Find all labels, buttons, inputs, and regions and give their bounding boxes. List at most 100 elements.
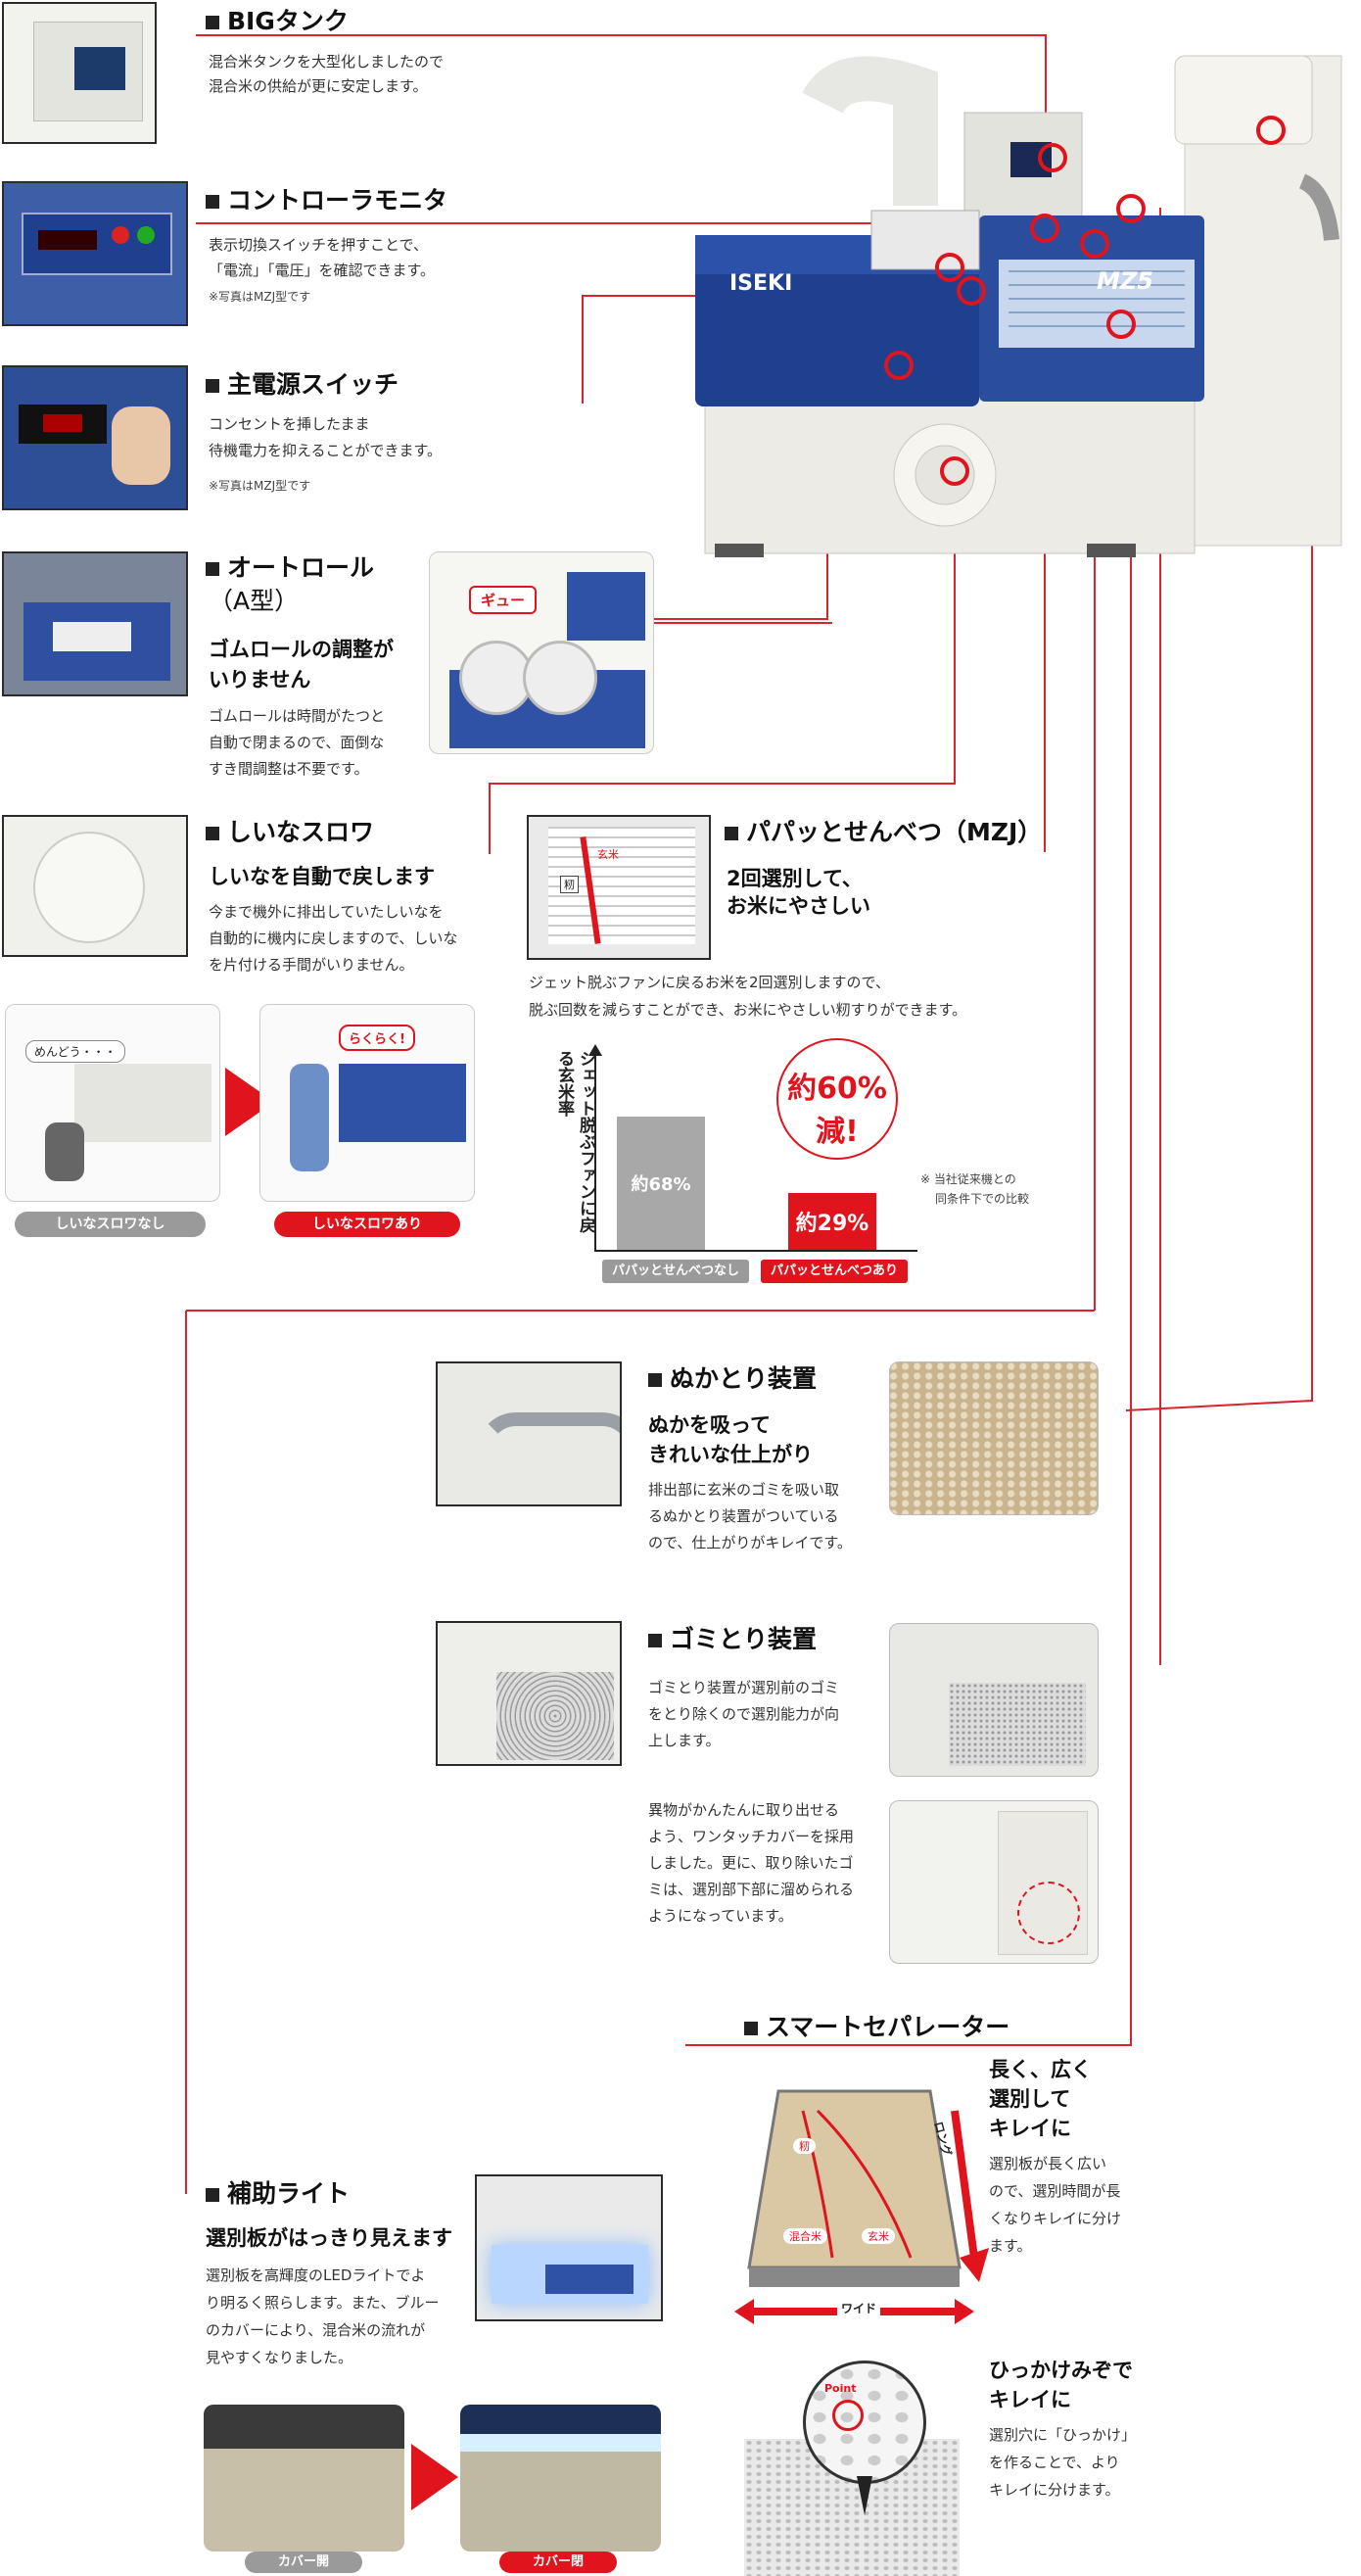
light-photo [475,2174,663,2321]
smart-desc-5: 選別穴に「ひっかけ」 [989,2426,1137,2444]
light-closed-photo [460,2405,661,2552]
autoroll-title-2: （A型） [209,587,300,615]
model-logo: MZ5 [1097,267,1153,295]
autoroll-desc-3: すき間調整は不要です。 [209,760,369,778]
gomi-machine-photo [889,1800,1099,1964]
shiina-after-illustration: らくらく! [259,1004,475,1202]
chart-annotation-2: 減! [816,1115,859,1149]
light-desc-1: 選別板を高輝度のLEDライトでよ [206,2266,426,2284]
bubble-after: らくらく! [339,1025,415,1051]
papa-sub-1: 2回選別して、 [727,867,863,890]
autoroll-title: オートロール [206,549,374,584]
light-open-photo [204,2405,404,2552]
chart-category-0: パパッとせんべつなし [602,1260,749,1283]
chart-ylabel: ジェット脱ぶファンに戻る玄米率 [554,1050,595,1233]
shiina-sub: しいなを自動で戻します [209,865,435,888]
separator-label-momi: 籾 [793,2138,816,2154]
nuka-sub-2: きれいな仕上がり [648,1443,813,1466]
gomi-desc-5: よう、ワンタッチカバーを採用 [648,1828,855,1845]
brand-logo: ISEKI [729,271,793,296]
gomi-photo [436,1621,622,1766]
shiina-after-tag: しいなスロワあり [274,1212,460,1237]
controller-photo [2,181,188,326]
smart-desc-7: キレイに分けます。 [989,2481,1120,2499]
gomi-desc-7: ミは、選別部下部に溜められる [648,1881,855,1898]
gomi-desc-4: 異物がかんたんに取り出せる [648,1801,840,1819]
smart-desc-3: くなりキレイに分け [989,2210,1122,2227]
papa-title: パパッとせんべつ（MZJ） [725,813,1042,848]
shiina-before-tag: しいなスロワなし [15,1212,206,1237]
gomi-desc-3: 上します。 [648,1732,721,1749]
smart-desc-4: ます。 [989,2237,1032,2255]
papa-label-genmai: 玄米 [597,848,619,861]
chart-note-2: 同条件下での比較 [935,1192,1030,1206]
big-tank-title: BIGタンク [206,2,349,37]
papa-desc-1: ジェット脱ぶファンに戻るお米を2回選別しますので、 [529,974,890,991]
autoroll-sub-2: いりません [209,668,311,692]
controller-note: ※写真はMZJ型です [209,290,311,304]
power-desc-1: コンセントを挿したまま [209,415,370,433]
smart-desc-1: 選別板が長く広い [989,2155,1107,2172]
chart-category-1: パパッとせんべつあり [761,1260,908,1283]
big-tank-desc-2: 混合米の供給が更に安定します。 [209,77,428,95]
light-desc-3: のカバーにより、混合米の流れが [206,2321,426,2339]
autoroll-bubble: ギュー [469,586,538,614]
shiina-desc-1: 今まで機外に排出していたしいなを [209,903,444,921]
power-note: ※写真はMZJ型です [209,479,311,493]
chart-bar-0: 約68% [617,1117,705,1250]
light-title: 補助ライト [206,2174,350,2210]
shiina-before-illustration: めんどう・・・ [5,1004,220,1202]
chart-bar-0-label: 約68% [631,1174,691,1195]
autoroll-sub-1: ゴムロールの調整が [209,638,394,661]
smart-sub-1: 長く、広く [989,2058,1092,2081]
gomi-desc-6: しました。更に、取り除いたゴ [648,1854,854,1872]
chart-bar-1: 約29% [788,1193,876,1250]
separator-label-genmai: 玄米 [862,2228,895,2244]
smart-desc-2: ので、選別時間が長 [989,2182,1121,2200]
gomi-tray-photo [889,1623,1099,1777]
groove-label-point: Point [824,2382,857,2395]
smart-title: スマートセパレーター [744,2008,1009,2043]
light-open-tag: カバー開 [245,2552,362,2573]
chart-note-1: ※ 当社従来機との [920,1172,1016,1186]
chart-annotation-1: 約60% [787,1072,887,1106]
light-closed-tag: カバー閉 [499,2552,617,2573]
smart-desc-6: を作ることで、より [989,2454,1120,2471]
shiina-title: しいなスロワ [206,813,374,848]
nuka-sub-1: ぬかを吸って [648,1413,771,1437]
autoroll-desc-2: 自動で閉まるので、面倒な [209,734,385,751]
arrow-right-icon-2 [411,2444,458,2510]
smart-sub-5: キレイに [989,2388,1071,2411]
chart-y-arrow-icon [588,1044,602,1056]
smart-sub-4: ひっかけみぞで [989,2359,1133,2382]
nuka-photo [436,1361,622,1506]
smart-sub-3: キレイに [989,2117,1071,2140]
controller-desc-2: 「電流」「電圧」を確認できます。 [209,262,436,279]
nuka-desc-1: 排出部に玄米のゴミを吸い取 [648,1481,840,1499]
separator-label-wide: ワイド [837,2300,881,2316]
shiina-desc-3: を片付ける手間がいりません。 [209,956,414,974]
shiina-desc-2: 自動的に機内に戻しますので、しいな [209,930,458,947]
machine-illustration: ISEKI MZ5 [676,44,1361,568]
big-tank-desc-1: 混合米タンクを大型化しましたので [209,53,445,71]
nuka-desc-3: ので、仕上がりがキレイです。 [648,1534,852,1551]
shiina-photo [2,815,188,957]
big-tank-photo [2,2,157,144]
autoroll-photo [2,551,188,696]
nuka-title: ぬかとり装置 [648,1360,817,1395]
return-rate-chart: ジェット脱ぶファンに戻る玄米率 約68% 約29% 約60% 減! ※ 当社従来… [534,1038,1062,1283]
nuka-desc-2: るぬかとり装置がついている [648,1507,839,1525]
separator-illustration: ロング ワイド 籾 混合米 玄米 [725,2072,989,2326]
chart-bar-1-label: 約29% [795,1212,869,1236]
light-desc-4: 見やすくなりました。 [206,2349,353,2366]
gomi-title: ゴミとり装置 [648,1620,817,1655]
power-switch-photo [2,365,188,510]
separator-label-mix: 混合米 [783,2228,827,2244]
gomi-desc-8: ようになっています。 [648,1907,793,1925]
autoroll-illustration: ギュー [429,551,654,754]
gomi-desc-1: ゴミとり装置が選別前のゴミ [648,1679,840,1696]
papa-desc-2: 脱ぶ回数を減らすことができ、お米にやさしい籾すりができます。 [529,1001,967,1019]
controller-title: コントローラモニタ [206,181,447,216]
power-title: 主電源スイッチ [206,365,399,401]
light-sub: 選別板がはっきり見えます [206,2226,452,2250]
